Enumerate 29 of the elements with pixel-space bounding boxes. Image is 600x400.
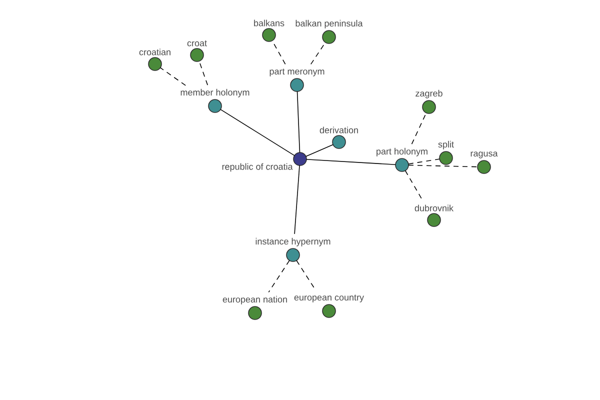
connector-line bbox=[220, 109, 295, 156]
node-label: derivation bbox=[320, 126, 358, 134]
dashed-line bbox=[408, 158, 440, 164]
node-label: dubrovnik bbox=[414, 204, 454, 212]
dashed-line bbox=[160, 67, 186, 86]
dashed-line bbox=[408, 164, 478, 168]
dashed-line bbox=[404, 170, 422, 200]
connector-line bbox=[296, 91, 300, 153]
dashed-line bbox=[411, 112, 427, 144]
node-label: member holonym bbox=[180, 88, 250, 98]
node-label: instance hypernym bbox=[256, 238, 330, 246]
node-label: croat bbox=[187, 40, 207, 46]
node-label: part meronym bbox=[270, 68, 324, 76]
node-label: republic of croatia bbox=[222, 163, 293, 172]
node-label: european country bbox=[294, 294, 364, 302]
node-label: balkans bbox=[254, 20, 284, 26]
node-label: croatian bbox=[139, 48, 170, 56]
connector-line bbox=[306, 144, 334, 157]
node-label: part holonym bbox=[376, 148, 428, 156]
node-label: balkan peninsula bbox=[296, 20, 363, 28]
dashed-line bbox=[268, 260, 290, 293]
dashed-line bbox=[310, 42, 326, 65]
node-label: european nation bbox=[222, 296, 287, 304]
connector-line bbox=[306, 158, 396, 166]
node-label: split bbox=[438, 140, 454, 150]
node-label: ragusa bbox=[470, 152, 498, 158]
dashed-line bbox=[198, 60, 208, 86]
connector-line bbox=[294, 165, 300, 234]
node-label: zagreb bbox=[416, 90, 442, 98]
